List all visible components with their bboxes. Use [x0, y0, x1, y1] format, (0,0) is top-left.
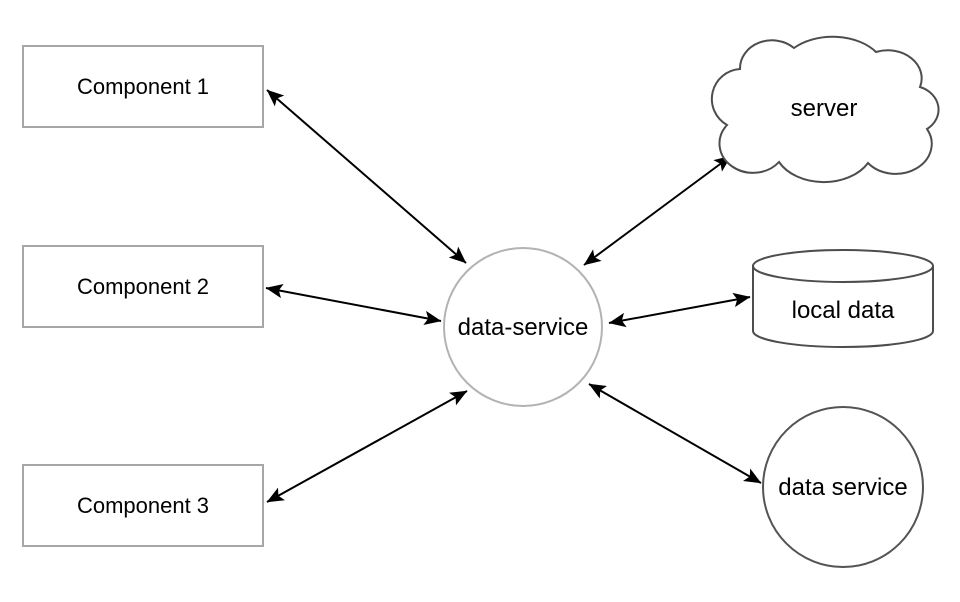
data-service-right-node: data service — [762, 406, 924, 568]
component-3-box — [22, 464, 264, 547]
component-3-node: Component 3 — [22, 464, 264, 547]
data-service-hub-label: data-service — [458, 314, 589, 341]
data-service-hub-circle — [443, 247, 603, 407]
component-1-node: Component 1 — [22, 45, 264, 128]
component-2-node: Component 2 — [22, 245, 264, 328]
server-cloud-shape — [710, 35, 940, 184]
component-2-box — [22, 245, 264, 328]
local-data-node: local data — [752, 249, 934, 348]
server-node: server — [710, 35, 940, 184]
component-3-label: Component 3 — [77, 493, 209, 518]
local-data-label: local data — [792, 297, 895, 324]
arrow-component1-hub — [266, 89, 467, 264]
data-service-right-circle — [762, 406, 924, 568]
data-service-hub-node: data-service — [443, 247, 603, 407]
component-1-label: Component 1 — [77, 74, 209, 99]
component-1-box — [22, 45, 264, 128]
component-2-label: Component 2 — [77, 274, 209, 299]
server-label: server — [791, 95, 858, 122]
local-data-cylinder-top — [752, 249, 934, 283]
local-data-cylinder-body — [752, 265, 934, 348]
arrow-component3-hub — [266, 390, 468, 503]
arrow-hub-localdata — [608, 292, 751, 328]
data-service-right-label: data service — [778, 474, 907, 501]
arrow-hub-server — [583, 155, 732, 266]
arrow-hub-dataservice — [588, 383, 762, 484]
arrow-component2-hub — [265, 284, 442, 325]
